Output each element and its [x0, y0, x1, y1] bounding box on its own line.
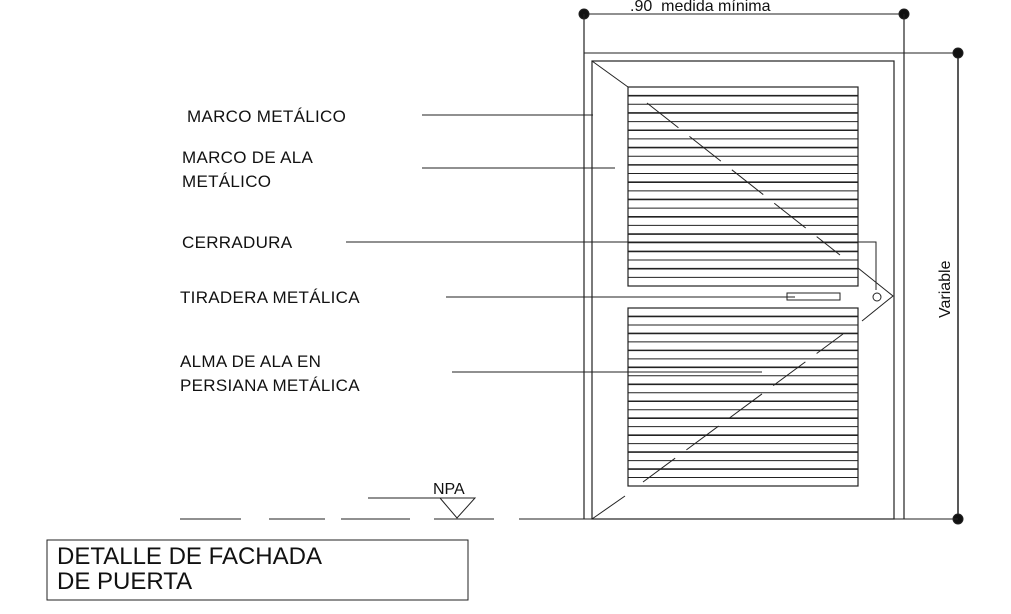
svg-text:PERSIANA METÁLICA: PERSIANA METÁLICA [180, 376, 360, 395]
callout-tiradera: TIRADERA METÁLICA [180, 288, 795, 307]
level-triangle-icon [439, 497, 477, 519]
callout-marco-ala: MARCO DE ALA METÁLICO [182, 148, 615, 191]
svg-text:CERRADURA: CERRADURA [182, 233, 293, 252]
svg-text:MARCO DE ALA: MARCO DE ALA [182, 148, 313, 167]
swing-indicator [857, 267, 894, 322]
width-dimension: .90 medida mínima [578, 0, 910, 20]
upper-louver-panel [627, 86, 859, 287]
height-dimension: Variable [584, 47, 964, 525]
svg-text:MARCO METÁLICO: MARCO METÁLICO [187, 107, 346, 126]
lock-icon [872, 292, 882, 302]
upper-swing-dashed-line [646, 102, 841, 256]
svg-text:DE PUERTA: DE PUERTA [57, 568, 192, 595]
callout-marco-metalico: MARCO METÁLICO [187, 107, 593, 126]
lower-swing-dashed-line [642, 333, 844, 483]
svg-text:ALMA DE ALA EN: ALMA DE ALA EN [180, 352, 321, 371]
callout-alma: ALMA DE ALA EN PERSIANA METÁLICA [180, 352, 762, 395]
svg-text:DETALLE DE FACHADA: DETALLE DE FACHADA [57, 543, 322, 570]
drawing-title: DETALLE DE FACHADA DE PUERTA [46, 539, 469, 601]
svg-text:METÁLICO: METÁLICO [182, 172, 271, 191]
door-frame [583, 14, 958, 520]
lower-louver-panel [627, 307, 859, 487]
callout-cerradura: CERRADURA [182, 233, 877, 290]
width-dimension-label: .90 medida mínima [630, 0, 771, 15]
floor-level-marker: NPA [180, 481, 584, 520]
svg-text:TIRADERA METÁLICA: TIRADERA METÁLICA [180, 288, 360, 307]
level-label: NPA [433, 481, 465, 498]
height-dimension-label: Variable [937, 260, 954, 318]
